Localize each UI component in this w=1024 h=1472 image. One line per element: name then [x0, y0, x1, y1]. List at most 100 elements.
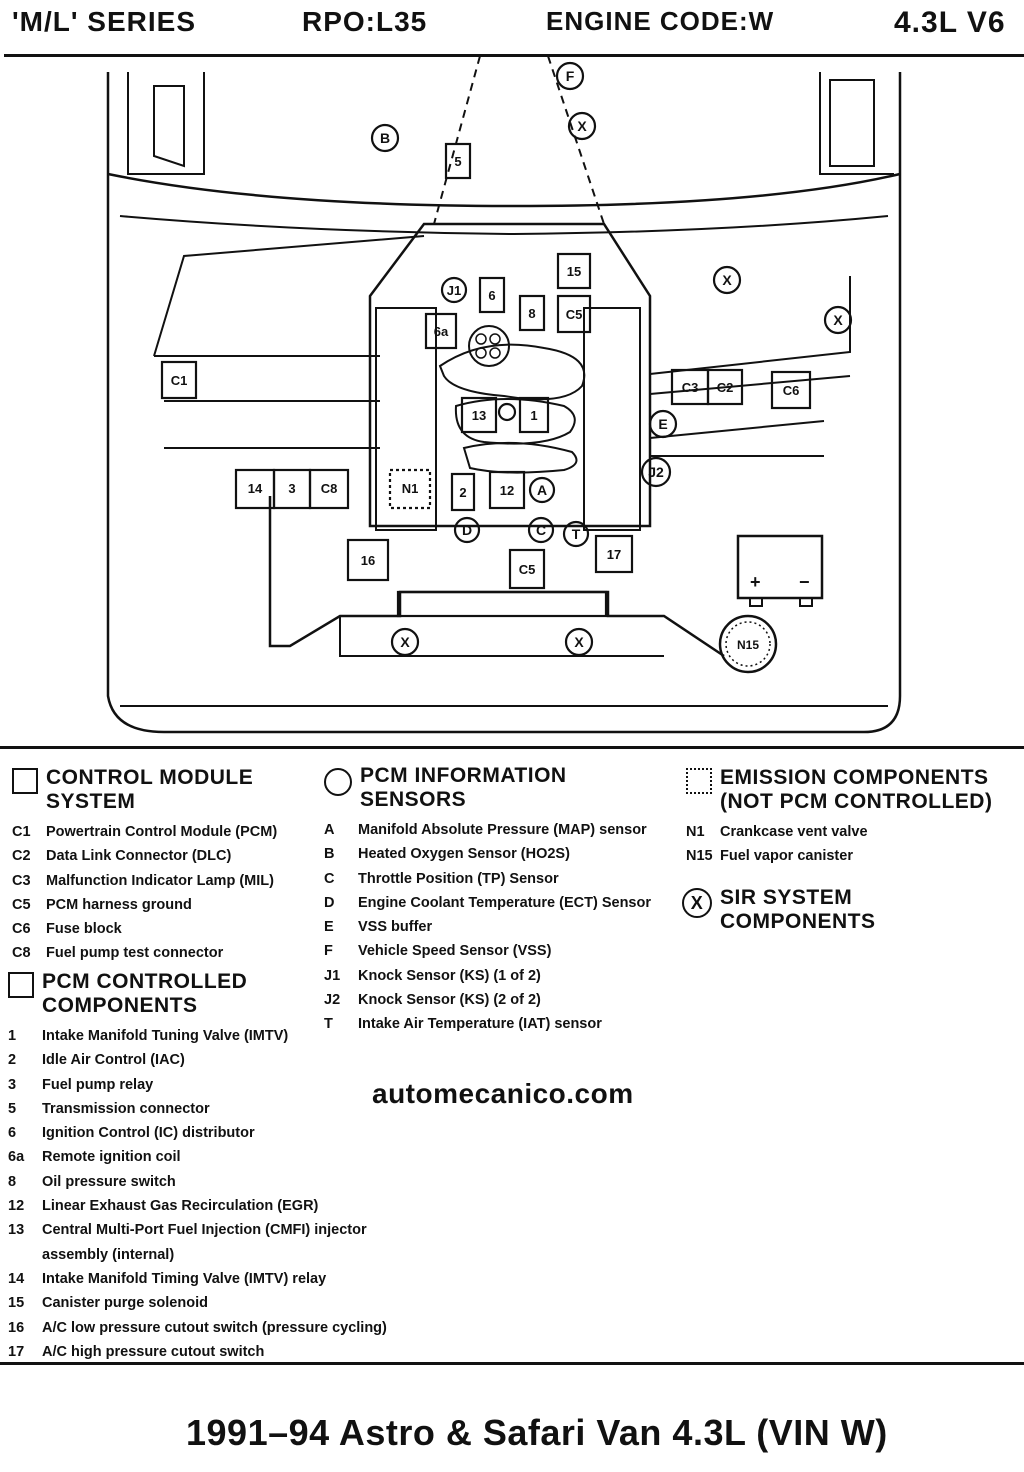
legend-label: Fuel vapor canister	[720, 848, 853, 865]
label-14: 14	[248, 481, 263, 496]
legend-key: C	[324, 870, 335, 887]
legend-label: Throttle Position (TP) Sensor	[358, 870, 559, 887]
vehicle-outline	[106, 72, 902, 734]
legend-label: Transmission connector	[42, 1100, 210, 1117]
legend-item: F Vehicle Speed Sensor (VSS)	[324, 939, 676, 963]
legend-key: D	[324, 894, 335, 911]
emission-heading: EMISSION COMPONENTS(NOT PCM CONTROLLED)	[686, 766, 1016, 814]
legend-label: Intake Manifold Timing Valve (IMTV) rela…	[42, 1270, 327, 1287]
legend-item: 17 A/C high pressure cutout switch	[8, 1340, 428, 1364]
engine-block	[368, 222, 652, 528]
legend-label: A/C high pressure cutout switch	[42, 1343, 265, 1360]
legend-label: Powertrain Control Module (PCM)	[46, 824, 278, 840]
circle-symbol-icon	[324, 768, 352, 796]
series-label: 'M/L' SERIES	[12, 6, 197, 37]
legend-item: 2 Idle Air Control (IAC)	[8, 1048, 428, 1072]
legend-key: C8	[12, 945, 31, 962]
legend-key: B	[324, 846, 335, 863]
legend-label: Idle Air Control (IAC)	[42, 1052, 185, 1069]
legend-key: 5	[8, 1100, 17, 1117]
dotted-box-symbol-icon	[686, 768, 712, 794]
legend-key: 16	[8, 1319, 25, 1336]
legend-item: 3 Fuel pump relay	[8, 1073, 428, 1097]
label-6: 6	[488, 288, 495, 303]
footer-title: 1991–94 Astro & Safari Van 4.3L (VIN W)	[186, 1412, 888, 1453]
legend-key	[8, 1243, 42, 1267]
legend-key: 14	[8, 1270, 25, 1287]
legend-emission: EMISSION COMPONENTS(NOT PCM CONTROLLED) …	[686, 766, 1016, 869]
legend-label: Fuel pump relay	[42, 1076, 154, 1093]
legend-item: 1 Intake Manifold Tuning Valve (IMTV)	[8, 1024, 428, 1048]
legend-key: N15	[686, 848, 713, 865]
engine-compartment-diagram: + −	[4, 56, 1022, 746]
label-b: B	[380, 130, 390, 146]
legend-key: 17	[8, 1343, 25, 1360]
label-d: D	[462, 522, 472, 538]
legend-label: Intake Manifold Tuning Valve (IMTV)	[42, 1028, 289, 1044]
legend-item: 14 Intake Manifold Timing Valve (IMTV) re…	[8, 1267, 428, 1291]
label-x-bottom-right: X	[574, 634, 584, 650]
box-symbol-icon	[12, 768, 38, 794]
label-3: 3	[288, 481, 295, 496]
label-c5-lower: C5	[519, 562, 536, 577]
label-c3: C3	[682, 380, 699, 395]
legend-key: C3	[12, 872, 31, 889]
legend-label: Crankcase vent valve	[720, 824, 868, 840]
legend-key: 2	[8, 1052, 17, 1069]
label-a: A	[537, 482, 547, 498]
box-symbol-icon	[8, 972, 34, 998]
label-e: E	[658, 416, 667, 432]
legend-key: C2	[12, 848, 31, 865]
label-16: 16	[361, 553, 375, 568]
legend-item: 16 A/C low pressure cutout switch (pressu…	[8, 1316, 428, 1340]
legend-label: PCM harness ground	[46, 896, 192, 913]
label-x-top: X	[577, 118, 587, 134]
legend-label: Ignition Control (IC) distributor	[42, 1125, 255, 1142]
label-j1: J1	[447, 283, 461, 298]
legend-label: A/C low pressure cutout switch (pressure…	[42, 1319, 387, 1336]
label-6a: 6a	[434, 324, 449, 339]
legend-label: Knock Sensor (KS) (2 of 2)	[358, 992, 541, 1009]
label-c: C	[536, 522, 546, 538]
legend-key: J1	[324, 967, 341, 984]
footer-divider	[0, 1362, 1024, 1365]
section-divider	[0, 746, 1024, 749]
legend-item: N15 Fuel vapor canister	[686, 844, 1016, 868]
legend-key: 1	[8, 1028, 17, 1044]
legend-label: Malfunction Indicator Lamp (MIL)	[46, 872, 274, 889]
legend-item: J1 Knock Sensor (KS) (1 of 2)	[324, 964, 676, 988]
legend-key: 6	[8, 1125, 17, 1142]
legend-label: Knock Sensor (KS) (1 of 2)	[358, 967, 541, 984]
legend-key: C6	[12, 921, 31, 938]
legend-label: Intake Air Temperature (IAT) sensor	[358, 1016, 602, 1033]
legend-key: 3	[8, 1076, 17, 1093]
engine-code-label: ENGINE CODE:W	[546, 6, 775, 36]
legend-key: F	[324, 943, 333, 960]
battery-negative: −	[799, 572, 810, 592]
legend-label: Vehicle Speed Sensor (VSS)	[358, 943, 552, 960]
legend-label: Remote ignition coil	[42, 1149, 181, 1166]
label-c2: C2	[717, 380, 734, 395]
label-t: T	[572, 526, 581, 542]
legend-label: assembly (internal)	[42, 1246, 175, 1263]
label-2: 2	[459, 485, 466, 500]
watermark: automecanico.com	[372, 1078, 634, 1109]
label-1: 1	[530, 408, 537, 423]
label-x-fender: X	[833, 312, 843, 328]
